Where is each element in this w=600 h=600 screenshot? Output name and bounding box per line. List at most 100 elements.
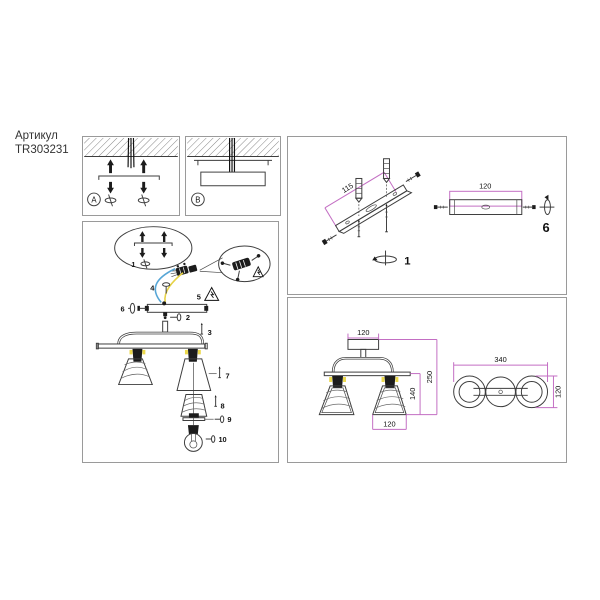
- step-7-label: 7: [225, 372, 229, 381]
- end-screw-left: [321, 234, 337, 246]
- step-8-group: 8: [214, 394, 225, 410]
- glass-shade: [180, 393, 208, 417]
- bracket-step-install: 1: [404, 255, 410, 267]
- panel-a-badge: A: [87, 192, 101, 207]
- step-7-group: 7: [208, 366, 230, 381]
- panel-b-canopy-mounted: B: [185, 136, 281, 216]
- lift-arrows: [107, 159, 148, 174]
- balloon-mount-bracket: 1: [114, 226, 193, 270]
- mount-screw: [357, 219, 361, 238]
- step-6-label: 6: [121, 304, 125, 313]
- bracket-step-screw: 6: [543, 220, 550, 235]
- thumbscrew-icon: [205, 435, 216, 443]
- step-6-group: 6: [121, 302, 147, 314]
- lamp-bar: [323, 371, 411, 377]
- stem: [162, 320, 169, 333]
- left-socket: [329, 376, 346, 388]
- bracket-on-ceiling: [194, 159, 272, 166]
- panel-a-letter: A: [91, 195, 97, 204]
- step-2-group: 2: [170, 313, 190, 322]
- product-label: Артикул: [15, 130, 58, 142]
- left-shade: [318, 385, 355, 416]
- right-socket: [381, 376, 399, 388]
- side-screw-left: [433, 205, 448, 210]
- step-8-label: 8: [221, 401, 225, 410]
- step-10-label: 10: [218, 435, 226, 444]
- mains-wires: [229, 137, 236, 173]
- left-shade: [117, 358, 154, 386]
- dim-shade-height: 140: [408, 388, 417, 400]
- dim-overall-height: 250: [425, 371, 434, 383]
- product-code: TR303231: [15, 143, 69, 156]
- thumbscrew-icon: [162, 282, 171, 294]
- bulb-icon: [183, 425, 203, 452]
- step-9-group: 9: [204, 415, 232, 424]
- lamp-arch: [117, 331, 205, 345]
- rotation-icon: [372, 250, 397, 266]
- stem: [360, 348, 367, 359]
- panel-b-badge: B: [191, 192, 205, 207]
- wire-blue: [154, 268, 176, 303]
- dim-shade-diameter: 120: [553, 386, 562, 398]
- right-socket: [184, 348, 201, 362]
- step-5-group: 5: [197, 286, 220, 301]
- center-disc: [485, 376, 516, 408]
- step-3-label: 3: [208, 328, 212, 337]
- mounting-bracket: [144, 301, 209, 320]
- rotation-icon: [539, 194, 555, 216]
- lamp-arch: [331, 356, 394, 373]
- dim-overall-length: 340: [494, 355, 506, 364]
- product-info: Артикул TR303231: [15, 130, 69, 157]
- insert-arrows: [107, 181, 148, 194]
- bracket-side-view: 120 6: [433, 181, 555, 235]
- screw-icon: [214, 394, 217, 407]
- warning-triangle-icon: [252, 265, 264, 278]
- ceiling-hatch: [187, 137, 279, 157]
- shade-frame: [176, 358, 212, 391]
- screw-rotation-icon: [140, 259, 151, 269]
- thumbscrew-icon: [170, 313, 182, 322]
- right-shade-top: [515, 375, 549, 409]
- canopy-plate: [200, 171, 266, 187]
- dim-hole-spacing: 115: [340, 181, 355, 195]
- screw-icon: [137, 305, 147, 311]
- dim-shade-width: 120: [383, 419, 395, 428]
- rotation-icon: [128, 302, 136, 314]
- step-4-group: 4: [150, 282, 171, 294]
- step-1-label: 1: [131, 260, 135, 269]
- terminal-block: [169, 262, 198, 278]
- terminal-detail: [220, 254, 261, 282]
- dim-plate-length: 120: [479, 181, 491, 190]
- lamp-bar: [95, 342, 208, 350]
- panel-bracket-detail: 115: [287, 136, 567, 295]
- mains-wires: [127, 137, 135, 169]
- screw-icon: [218, 366, 221, 379]
- front-view: 120: [318, 328, 438, 430]
- screw-icon: [200, 322, 204, 335]
- wall-anchor: [382, 158, 391, 199]
- retaining-ring: [182, 413, 206, 421]
- end-screw-right: [405, 171, 421, 183]
- step-2-label: 2: [186, 313, 190, 322]
- bracket-profile: [98, 175, 160, 180]
- side-screw-right: [522, 205, 536, 210]
- mount-screw: [385, 203, 388, 233]
- panel-assembly-steps: 1: [82, 221, 279, 463]
- panel-a-ceiling-drilling: A: [82, 136, 180, 216]
- anchor-icon: [104, 194, 150, 207]
- canopy: [347, 338, 380, 350]
- top-view: 340 120: [453, 355, 562, 409]
- right-shade: [371, 385, 407, 416]
- step-5-label: 5: [197, 292, 201, 301]
- step-10-group: 10: [205, 435, 227, 444]
- wire-yellow: [164, 272, 184, 303]
- warning-triangle-icon: [203, 286, 220, 301]
- step-4-label: 4: [150, 284, 155, 293]
- thumbscrew-icon: [214, 415, 225, 424]
- panel-b-letter: B: [195, 195, 200, 204]
- panel-dimensions: 120: [287, 297, 567, 463]
- left-shade-top: [453, 375, 486, 409]
- bracket-isometric: 115: [321, 171, 421, 246]
- step-9-label: 9: [227, 415, 231, 424]
